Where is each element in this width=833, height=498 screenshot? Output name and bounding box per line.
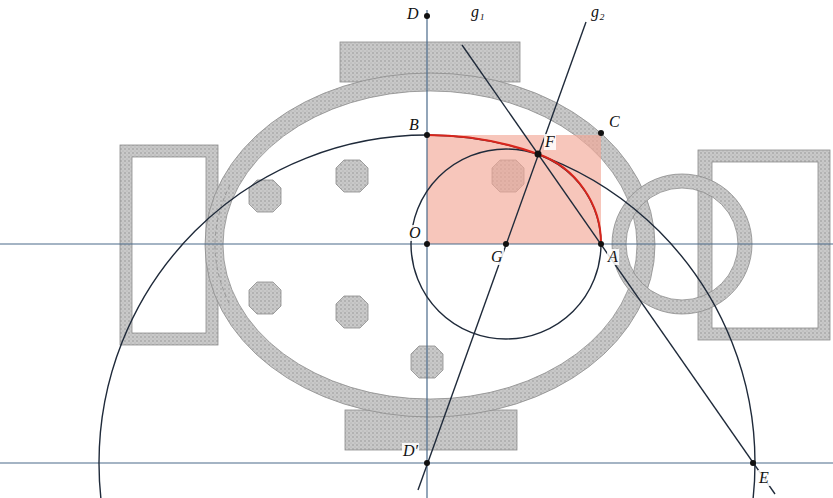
oval-arc bbox=[427, 135, 601, 244]
point-label: F bbox=[544, 134, 556, 150]
points bbox=[424, 13, 756, 466]
point-label: B bbox=[408, 117, 420, 133]
floor-plan bbox=[120, 42, 830, 450]
point-label: G bbox=[490, 249, 504, 265]
construction-lines bbox=[418, 22, 775, 494]
point-label: D bbox=[406, 6, 420, 22]
construction-circles bbox=[99, 135, 755, 498]
point-label: C bbox=[608, 114, 621, 130]
point-label: g₁ bbox=[470, 4, 486, 20]
shaded-rectangle bbox=[427, 135, 601, 244]
point-label: E bbox=[758, 470, 770, 486]
point-label: A bbox=[607, 249, 619, 265]
point-label: g₂ bbox=[590, 4, 606, 20]
point-label: O bbox=[408, 225, 422, 241]
point-label: D′ bbox=[402, 443, 419, 459]
axis-lines bbox=[0, 10, 833, 498]
